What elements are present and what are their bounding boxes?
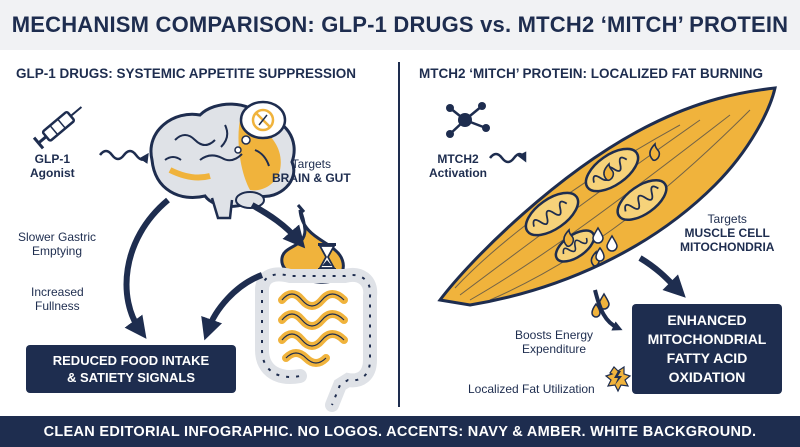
panel-divider bbox=[398, 62, 400, 407]
left-panel-heading: GLP-1 DRUGS: SYSTEMIC APPETITE SUPPRESSI… bbox=[16, 66, 357, 81]
mitochondrion-icon bbox=[524, 191, 580, 237]
fat-utilization-label: Localized Fat Utilization bbox=[468, 382, 595, 396]
glp1-agonist-label: GLP-1 Agonist bbox=[30, 152, 75, 180]
syringe-icon bbox=[32, 106, 83, 150]
right-panel-heading: MTCH2 ‘MITCH’ PROTEIN: LOCALIZED FAT BUR… bbox=[419, 66, 763, 81]
muscle-fiber-icon bbox=[437, 86, 777, 307]
diagram-artwork bbox=[32, 86, 777, 412]
no-food-thought-icon bbox=[234, 100, 287, 154]
fat-droplet-icon bbox=[591, 226, 618, 318]
gastric-emptying-label: Slower Gastric Emptying bbox=[18, 230, 97, 258]
molecule-icon bbox=[446, 102, 490, 138]
title-bar: MECHANISM COMPARISON: GLP-1 DRUGS vs. MT… bbox=[0, 0, 800, 50]
energy-expenditure-label: Boosts Energy Expenditure bbox=[515, 328, 594, 356]
increased-fullness-label: Increased Fullness bbox=[31, 285, 84, 313]
intestine-icon bbox=[255, 267, 378, 412]
energy-bolt-icon bbox=[604, 365, 632, 393]
footer-bar: CLEAN EDITORIAL INFOGRAPHIC. NO LOGOS. A… bbox=[0, 416, 800, 447]
mitochondrion-icon bbox=[616, 179, 668, 221]
oxidation-result-box: ENHANCED MITOCHONDRIAL FATTY ACID OXIDAT… bbox=[632, 304, 782, 394]
page-title: MECHANISM COMPARISON: GLP-1 DRUGS vs. MT… bbox=[11, 12, 789, 37]
flame-icon bbox=[563, 142, 661, 267]
targets-mitochondria-label: Targets MUSCLE CELL MITOCHONDRIA bbox=[680, 212, 775, 254]
footer-text: CLEAN EDITORIAL INFOGRAPHIC. NO LOGOS. A… bbox=[43, 423, 757, 440]
mtch2-activation-label: MTCH2 Activation bbox=[429, 152, 488, 180]
reduced-intake-result-box: REDUCED FOOD INTAKE & SATIETY SIGNALS bbox=[26, 345, 236, 393]
targets-brain-gut-label: Targets BRAIN & GUT bbox=[272, 157, 351, 185]
